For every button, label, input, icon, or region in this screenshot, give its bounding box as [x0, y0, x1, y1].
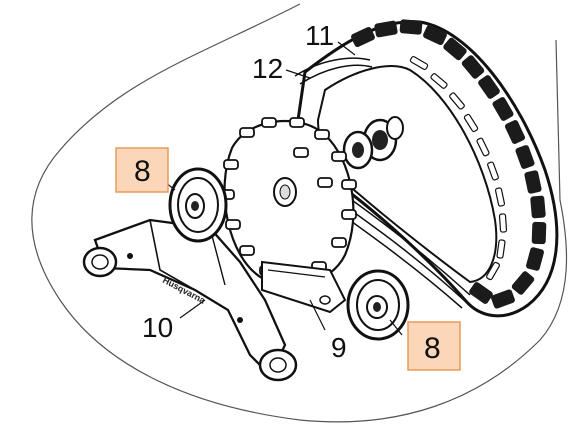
track-assembly: [294, 19, 559, 318]
wheel-part-8-upper: [168, 167, 228, 243]
track-inner-slots: [409, 56, 508, 281]
callout-8-lower-highlight: [407, 321, 461, 371]
callout-12: 12: [252, 53, 283, 84]
callout-10: 10: [142, 312, 173, 343]
leader-lines: [159, 41, 403, 336]
background-outline: [31, 3, 568, 423]
bracket-part-9: [261, 260, 347, 314]
callout-8-lower: 8: [424, 332, 441, 365]
callout-11: 11: [305, 20, 334, 51]
track-treads: [351, 19, 547, 309]
upper-idler-wheels: [342, 116, 404, 170]
callout-8-upper: 8: [134, 155, 151, 188]
callout-8-upper-highlight: [115, 147, 169, 193]
sprocket-hub: [219, 117, 357, 286]
track-inner: [316, 65, 498, 284]
callout-9: 9: [331, 332, 347, 363]
wheel-part-8-lower: [346, 269, 410, 341]
